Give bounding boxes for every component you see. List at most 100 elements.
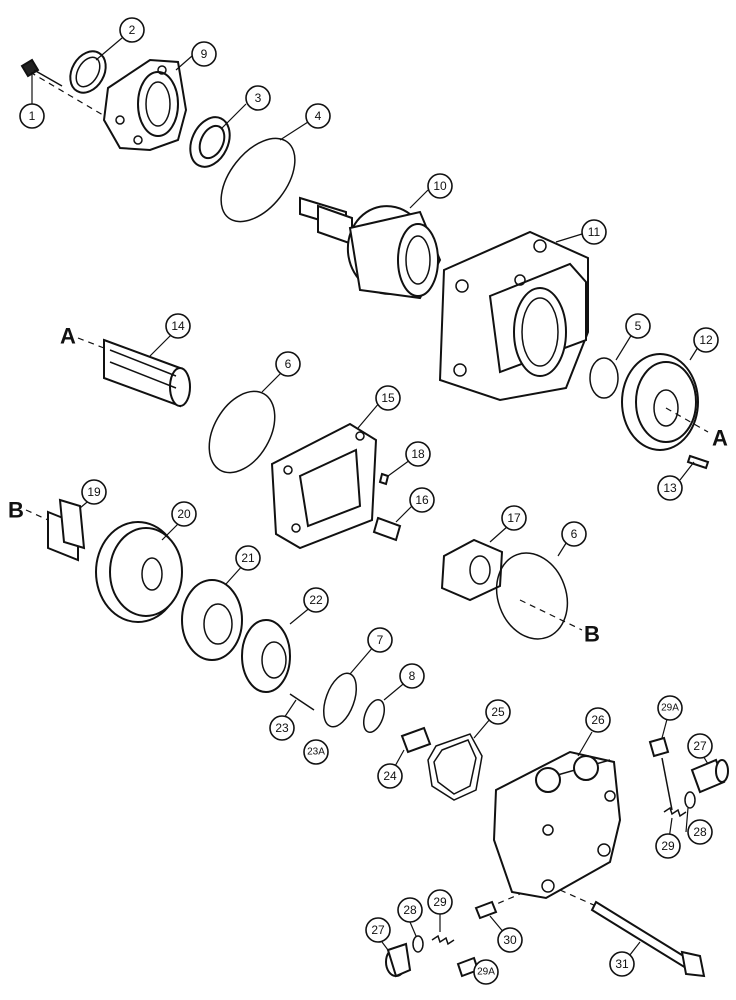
callout-21: 21 (235, 545, 261, 571)
svg-text:5: 5 (635, 319, 642, 333)
svg-text:18: 18 (411, 447, 425, 461)
callout-31: 31 (609, 951, 635, 977)
part-mounting-flange-9 (102, 58, 188, 152)
callout-27-lower: 27 (365, 917, 391, 943)
svg-text:26: 26 (591, 713, 605, 727)
part-long-bolt-31 (559, 889, 706, 978)
svg-text:20: 20 (177, 507, 191, 521)
svg-text:21: 21 (241, 551, 255, 565)
callout-11: 11 (581, 219, 607, 245)
svg-text:29: 29 (661, 839, 675, 853)
callout-8: 8 (399, 663, 425, 689)
callout-26: 26 (585, 707, 611, 733)
part-spring-29-right (663, 806, 687, 818)
callout-18: 18 (405, 441, 431, 467)
svg-text:23A: 23A (307, 747, 325, 758)
callout-4: 4 (305, 103, 331, 129)
part-dowel-16 (372, 516, 402, 542)
callout-28-right: 28 (687, 819, 713, 845)
svg-text:23: 23 (275, 721, 289, 735)
part-plate-15 (270, 422, 378, 550)
part-o-ring-8 (362, 698, 386, 734)
part-end-cap-12 (621, 353, 699, 451)
svg-text:28: 28 (403, 903, 417, 917)
part-seal-ring-2 (69, 50, 107, 94)
callout-29a-upper: 29A (657, 695, 683, 721)
svg-text:3: 3 (255, 91, 262, 105)
svg-text:6: 6 (571, 527, 578, 541)
svg-text:16: 16 (415, 493, 429, 507)
callout-7: 7 (367, 627, 393, 653)
callout-14: 14 (165, 313, 191, 339)
svg-text:11: 11 (588, 225, 601, 239)
part-o-ring-6-lower (495, 552, 569, 640)
callout-15: 15 (375, 385, 401, 411)
reference-letter-b-right: B (584, 622, 600, 647)
callout-30: 30 (497, 927, 523, 953)
part-bolt-1 (20, 58, 109, 119)
callout-28-lower: 28 (397, 897, 423, 923)
part-plug-27-right (690, 758, 729, 794)
svg-text:13: 13 (663, 481, 677, 495)
svg-text:6: 6 (285, 357, 292, 371)
svg-text:17: 17 (507, 511, 521, 525)
part-pin-13 (686, 454, 710, 470)
callout-29-right: 29 (655, 833, 681, 859)
part-o-ring-4 (220, 137, 296, 223)
callout-12: 12 (693, 327, 719, 353)
callout-23a: 23A (303, 739, 329, 765)
svg-text:29: 29 (433, 895, 447, 909)
callout-25: 25 (485, 699, 511, 725)
callout-16: 16 (409, 487, 435, 513)
svg-text:22: 22 (309, 593, 323, 607)
svg-text:9: 9 (201, 47, 208, 61)
callout-17: 17 (501, 505, 527, 531)
svg-text:27: 27 (371, 923, 385, 937)
part-rotor-17 (440, 538, 504, 602)
callout-23: 23 (269, 715, 295, 741)
svg-text:14: 14 (171, 319, 185, 333)
reference-letter-a-left: A (60, 324, 76, 349)
svg-text:2: 2 (129, 23, 136, 37)
svg-text:12: 12 (699, 333, 713, 347)
callout-19: 19 (81, 479, 107, 505)
part-o-ring-6-upper (208, 390, 276, 474)
part-shaft-assembly-10 (299, 196, 442, 300)
part-o-ring-28-right (684, 791, 696, 809)
svg-text:30: 30 (503, 933, 517, 947)
part-gasket-25 (427, 733, 483, 801)
callout-1: 1 (19, 103, 45, 129)
part-valve-plate-22 (241, 619, 291, 693)
svg-text:29A: 29A (477, 967, 495, 978)
callout-2: 2 (119, 17, 145, 43)
part-shaft-seal-3 (189, 116, 231, 168)
svg-text:19: 19 (87, 485, 101, 499)
part-housing-11 (438, 230, 589, 402)
reference-letter-a-right: A (712, 426, 728, 451)
callout-3: 3 (245, 85, 271, 111)
svg-text:25: 25 (491, 705, 505, 719)
callout-29a-lower: 29A (473, 959, 499, 985)
svg-text:15: 15 (381, 391, 395, 405)
part-small-ring-5 (589, 357, 619, 399)
svg-text:4: 4 (315, 109, 322, 123)
svg-text:7: 7 (377, 633, 384, 647)
callout-10: 10 (427, 173, 453, 199)
svg-text:29A: 29A (661, 703, 679, 714)
svg-text:24: 24 (383, 769, 397, 783)
part-plug-27-lower (385, 942, 412, 978)
part-small-pin-18 (378, 472, 390, 486)
svg-text:1: 1 (29, 109, 36, 123)
callout-5: 5 (625, 313, 651, 339)
part-gear-ring-20 (95, 521, 183, 623)
svg-text:8: 8 (409, 669, 416, 683)
callout-24: 24 (377, 763, 403, 789)
part-o-ring-28-lower (412, 935, 424, 953)
svg-text:27: 27 (693, 739, 707, 753)
part-pin-23 (289, 693, 315, 711)
svg-text:31: 31 (615, 957, 629, 971)
callout-27-right: 27 (687, 733, 713, 759)
reference-letter-b-left: B (8, 498, 24, 523)
part-splined-shaft-14 (77, 337, 191, 408)
